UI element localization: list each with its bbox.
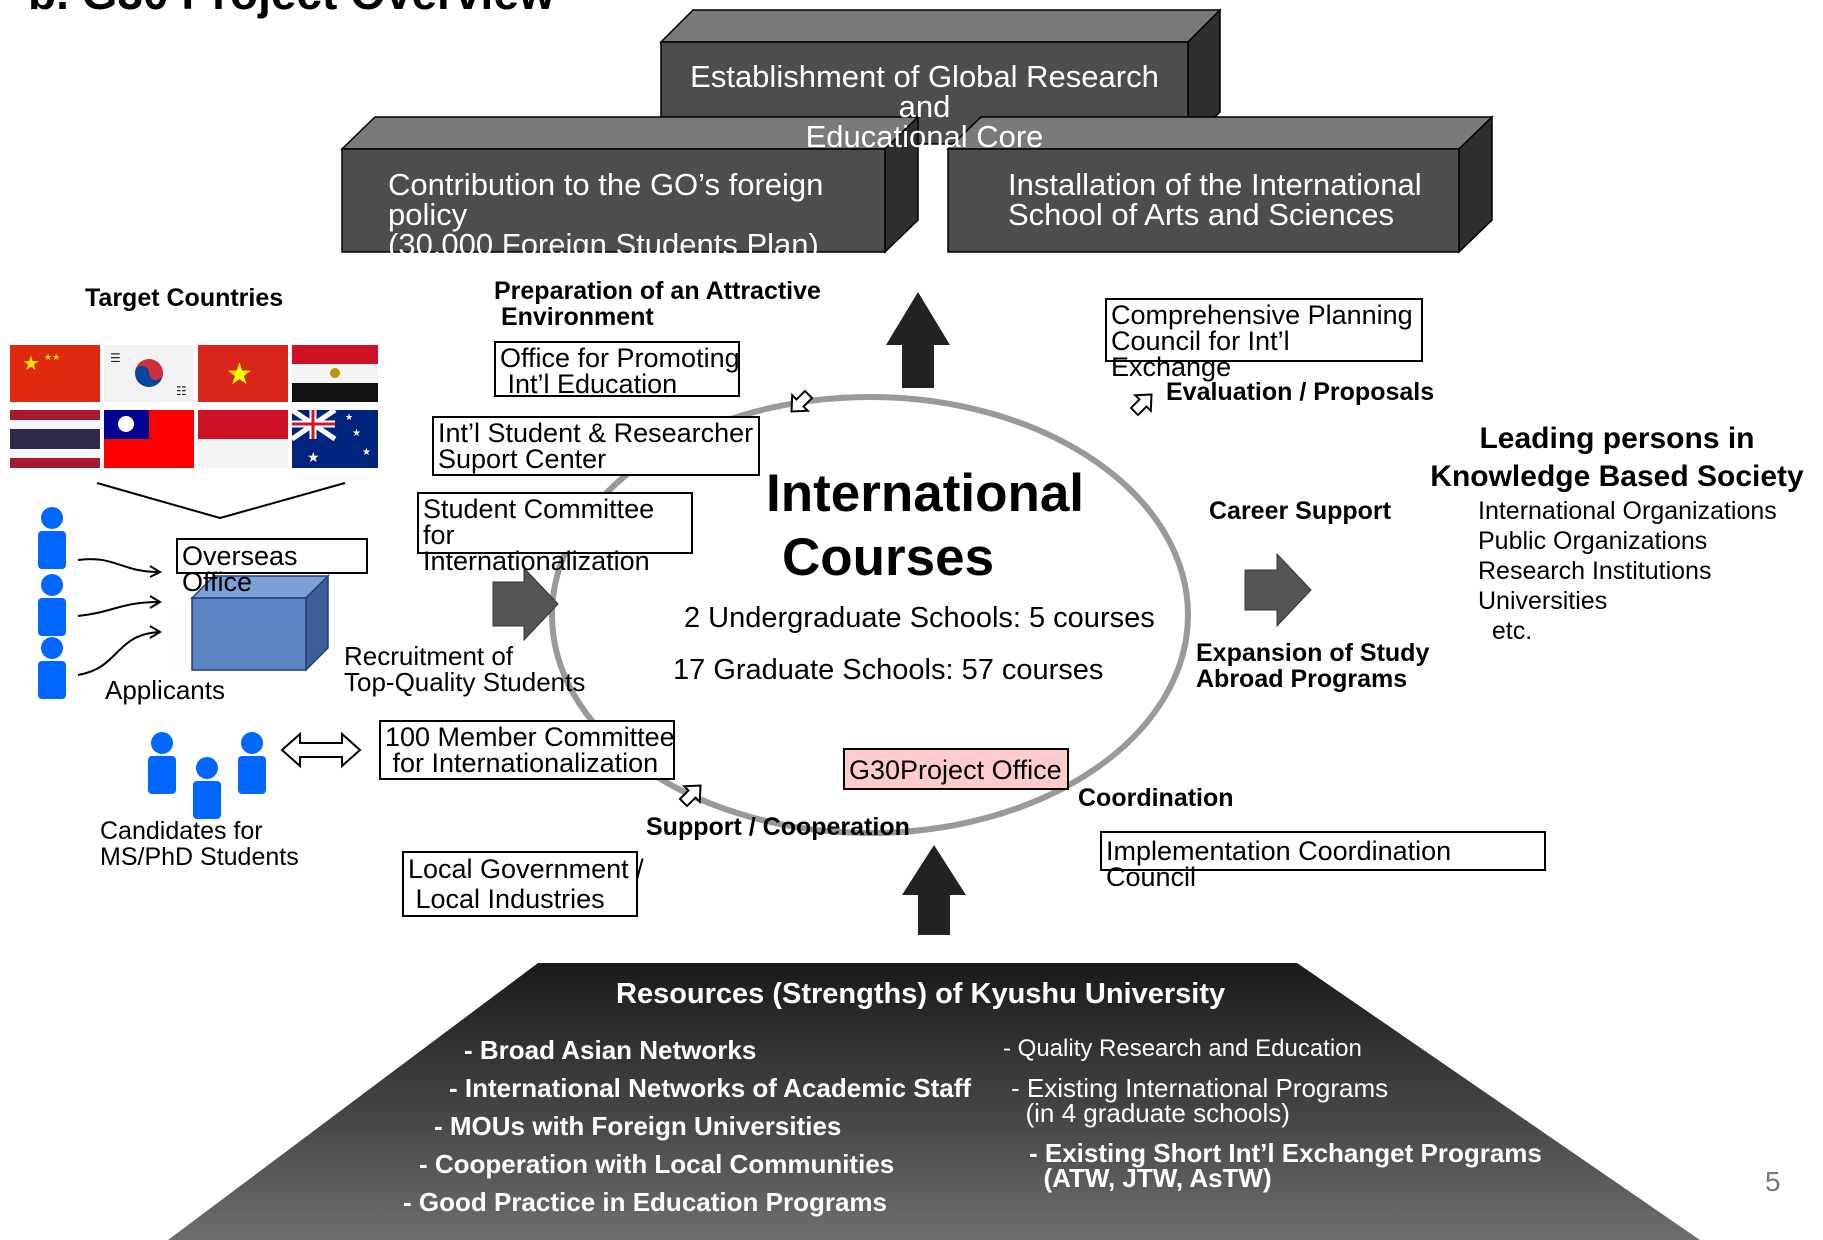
svg-text:★: ★ [22,351,40,375]
svg-text:☷: ☷ [176,384,187,398]
preparation-heading: Preparation of an Attractive Environment [494,277,821,331]
career-support-label: Career Support [1209,497,1391,525]
graduate-courses-text: 17 Graduate Schools: 57 courses [673,654,1104,686]
indonesia-flag [198,410,288,468]
candidate-person-1 [148,732,176,794]
international-courses-line1: International [766,464,1085,523]
resources-trapezoid [168,963,1700,1240]
g30-project-office-box: G30Project Office [843,748,1069,790]
candidates-label: Candidates for MS/PhD Students [100,817,299,871]
leading-item: Universities [1478,587,1608,615]
international-courses-line2: Courses [782,528,995,587]
student-researcher-box: Int’l Student & Researcher Suport Center [432,416,760,476]
resource-right-item: - Quality Research and Education [1003,1035,1362,1062]
leading-persons-heading: Leading persons in Knowledge Based Socie… [1430,422,1804,493]
applicant-person-3 [38,637,66,699]
curve-arrow-2-head [149,595,162,609]
resources-heading: Resources (Strengths) of Kyushu Universi… [616,978,1226,1010]
vietnam-flag: ★ [198,345,288,402]
candidate-person-2 [193,757,221,819]
international-courses-title: International Courses [700,462,1170,590]
curve-arrow-3-head [149,625,162,639]
small-arrow-eval [1129,393,1153,417]
svg-text:★★: ★★ [44,353,60,363]
thailand-flag [10,410,100,468]
resource-right-item: - Existing Short Int’l Exchanget Program… [1029,1138,1542,1193]
curve-arrow-1-head [149,565,163,578]
svg-text:★: ★ [362,447,371,458]
curve-arrow-2 [77,601,161,617]
china-flag: ★ ★★ [10,345,100,402]
contribution-text: Contribution to the GO’s foreign policy … [388,167,824,262]
double-arrow [280,731,362,769]
resource-left-item: - MOUs with Foreign Universities [434,1111,842,1141]
leading-item: Research Institutions [1478,557,1712,585]
office-promoting-box: Office for Promoting Int’l Education [494,341,740,398]
installation-text: Installation of the International School… [1008,167,1422,232]
leading-item: Public Organizations [1478,527,1708,555]
resource-left-item: - Cooperation with Local Communities [419,1149,895,1179]
korea-flag: ☰ ☷ [104,345,194,402]
svg-text:★: ★ [352,428,361,439]
applicants-label: Applicants [105,675,225,705]
up-arrow-top [886,292,950,388]
expansion-label: Expansion of Study Abroad Programs [1196,639,1430,693]
leading-item: etc. [1478,617,1533,645]
curve-arrow-3 [77,631,161,676]
coordination-label: Coordination [1078,784,1234,812]
funnel-line-right [219,482,346,519]
implementation-council-box: Implementation Coordination Council [1100,831,1546,891]
overseas-office-cube [190,574,330,672]
evaluation-proposals-label: Evaluation / Proposals [1166,378,1435,406]
target-countries-label: Target Countries [85,284,284,312]
contribution-box [340,115,920,254]
resource-left-item: - Good Practice in Education Programs [403,1187,887,1217]
svg-text:☰: ☰ [110,351,121,365]
page-title: b. G30 Project Overview [28,0,555,18]
page-number: 5 [1765,1166,1781,1197]
student-committee-box: Student Committee for Internationalizati… [417,492,693,575]
funnel-line-left [96,482,221,519]
resource-right-item: - Existing International Programs (in 4 … [1011,1073,1389,1128]
applicant-person-1 [38,507,66,569]
hundred-member-box: 100 Member Committee for Internationaliz… [379,720,675,780]
undergrad-courses-text: 2 Undergraduate Schools: 5 courses [684,602,1155,634]
career-arrow [1244,552,1312,628]
curve-arrow-1 [77,558,161,573]
international-courses-ellipse [549,394,1191,836]
leading-item: International Organizations [1478,497,1777,525]
global-core-text: Establishment of Global Research and Edu… [690,59,1159,154]
small-arrow-prep [790,389,814,413]
support-cooperation-label: Support / Cooperation [646,813,910,841]
planning-council-box: Comprehensive Planning Council for Int’l… [1105,298,1423,381]
recruitment-label: Recruitment of Top-Quality Students [344,641,586,697]
local-government-box: Local Government / Local Industries [402,851,644,917]
svg-text:★: ★ [345,413,353,423]
svg-text:★: ★ [307,450,320,466]
egypt-flag [292,345,378,402]
small-arrow-support [678,784,702,808]
installation-box [946,115,1494,254]
overseas-office-box: Overseas Office [176,538,368,596]
resource-left-item: - Broad Asian Networks [464,1035,757,1065]
recruitment-arrow [492,566,559,642]
leading-items-list: International Organizations Public Organ… [1478,496,1777,646]
taiwan-flag [104,410,194,468]
resource-left-item: - International Networks of Academic Sta… [449,1073,972,1103]
svg-text:★: ★ [226,357,253,392]
australia-flag: ★ ★ ★ ★ [290,407,378,468]
applicant-person-2 [38,574,66,636]
candidate-person-3 [238,732,266,794]
up-arrow-bottom [902,845,966,935]
